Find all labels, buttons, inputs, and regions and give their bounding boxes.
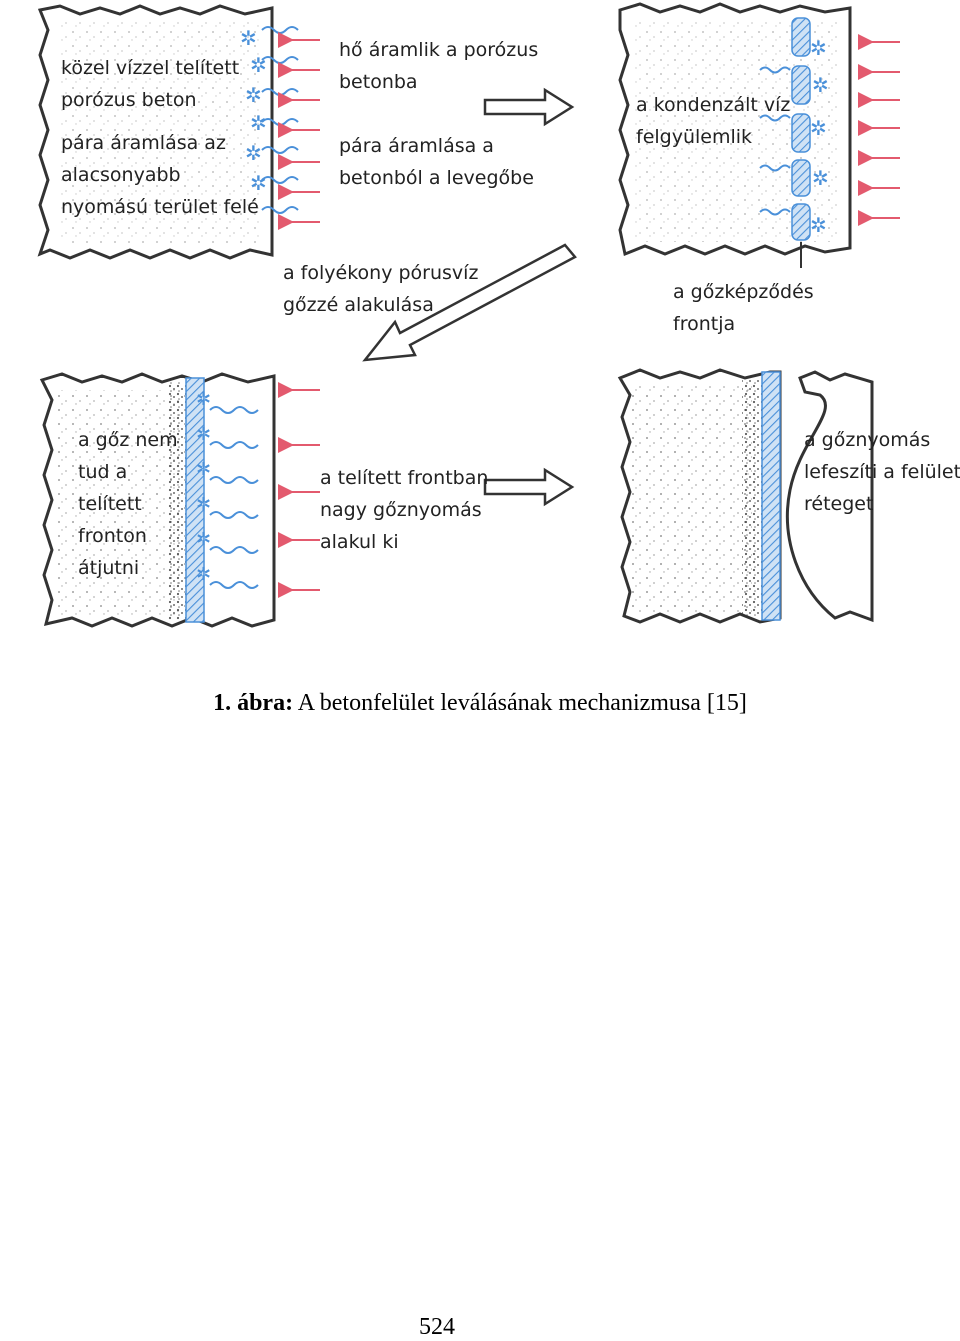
step1-label: hő áramlik a porózus betonba pára áramlá… xyxy=(339,39,539,189)
panel4-label: a gőznyomás lefeszíti a felületi réteget xyxy=(804,429,960,515)
step-arrow-2 xyxy=(362,243,577,362)
svg-text:✲: ✲ xyxy=(812,168,829,190)
caption-prefix: 1. ábra: xyxy=(213,690,294,716)
panel2-label: a kondenzált víz felgyülemlik xyxy=(636,94,791,148)
svg-text:✲: ✲ xyxy=(812,75,829,97)
svg-text:✲: ✲ xyxy=(196,529,211,549)
panel1-label-concrete: közel vízzel telített porózus beton xyxy=(61,57,240,111)
front-label: a gőzképződés frontja xyxy=(673,281,814,335)
saturated-front xyxy=(185,377,205,623)
svg-text:✲: ✲ xyxy=(240,28,257,50)
svg-text:✲: ✲ xyxy=(250,113,267,135)
svg-text:✲: ✲ xyxy=(245,85,262,107)
caption-text: A betonfelület leválásának mechanizmusa … xyxy=(293,690,747,716)
panel1-label-vapor: pára áramlása az alacsonyabb nyomású ter… xyxy=(61,132,259,218)
condensed-water xyxy=(791,17,811,241)
svg-text:✲: ✲ xyxy=(196,389,211,409)
figure-caption: 1. ábra: A betonfelület leválásának mech… xyxy=(0,690,960,717)
svg-text:✲: ✲ xyxy=(810,118,827,140)
panel3-label: a gőz nem tud a telített fronton átjutni xyxy=(78,429,178,579)
panel-3: ✲ ✲ ✲ ✲ ✲ ✲ xyxy=(39,372,320,628)
svg-text:✲: ✲ xyxy=(196,459,211,479)
panel-4 xyxy=(617,368,874,624)
figure-diagram: ✲ ✲ ✲ ✲ ✲ ✲ xyxy=(37,2,900,628)
svg-text:✲: ✲ xyxy=(196,564,211,584)
svg-text:✲: ✲ xyxy=(245,143,262,165)
svg-text:✲: ✲ xyxy=(196,494,211,514)
step-arrow-3 xyxy=(483,467,575,507)
page-number: 524 xyxy=(419,1314,455,1340)
heat-arrows xyxy=(278,32,320,230)
step2-label: a folyékony pórusvíz gőzzé alakulása xyxy=(283,262,479,316)
svg-text:✲: ✲ xyxy=(196,424,211,444)
vapor-symbols: ✲ ✲ ✲ ✲ ✲ ✲ xyxy=(240,26,299,214)
step3-label: a telített frontban nagy gőznyomás alaku… xyxy=(320,467,489,553)
panel-1: ✲ ✲ ✲ ✲ ✲ ✲ xyxy=(37,4,320,260)
saturated-front-4 xyxy=(761,371,781,621)
svg-text:✲: ✲ xyxy=(810,38,827,60)
panel-2: ✲ ✲ ✲ ✲ ✲ xyxy=(618,2,900,268)
step-arrow-1 xyxy=(483,87,575,127)
spalling-layer xyxy=(785,370,874,623)
svg-text:✲: ✲ xyxy=(810,215,827,237)
